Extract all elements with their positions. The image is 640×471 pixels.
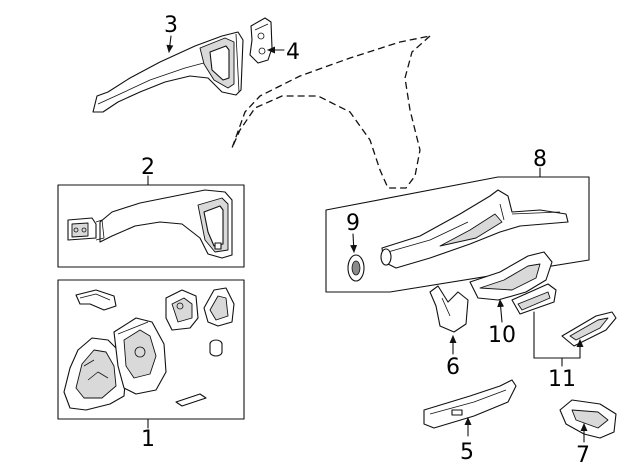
part-6-bracket [429,285,469,333]
box-part-8 [325,176,590,293]
callout-5: 5 [460,440,474,465]
part-4-bracket [249,17,273,64]
callout-8: 8 [533,147,547,172]
part-8-frame-rail [380,189,569,269]
fender-outline-dashed [231,35,431,189]
callout-10: 10 [488,323,516,348]
part-7-bracket [559,399,617,439]
callout-2: 2 [141,155,155,180]
callout-4: 4 [286,40,300,65]
part-9-grommet [347,254,365,282]
leader-lines [147,35,588,443]
part-5-lower-rail [423,379,517,429]
callout-6: 6 [446,355,460,380]
callout-9: 9 [346,211,360,236]
box-part-1 [57,279,245,420]
part-2-apron-assembly [67,189,233,259]
callout-11: 11 [548,367,576,392]
callout-7: 7 [576,443,590,468]
callout-3: 3 [164,13,178,38]
part-10-rail-section [469,251,553,301]
part-11-pieces [511,283,617,347]
part-3-fender-apron [92,31,244,113]
part-1-inner-structure [63,287,235,411]
callout-1: 1 [141,427,155,452]
box-part-2 [57,184,245,268]
